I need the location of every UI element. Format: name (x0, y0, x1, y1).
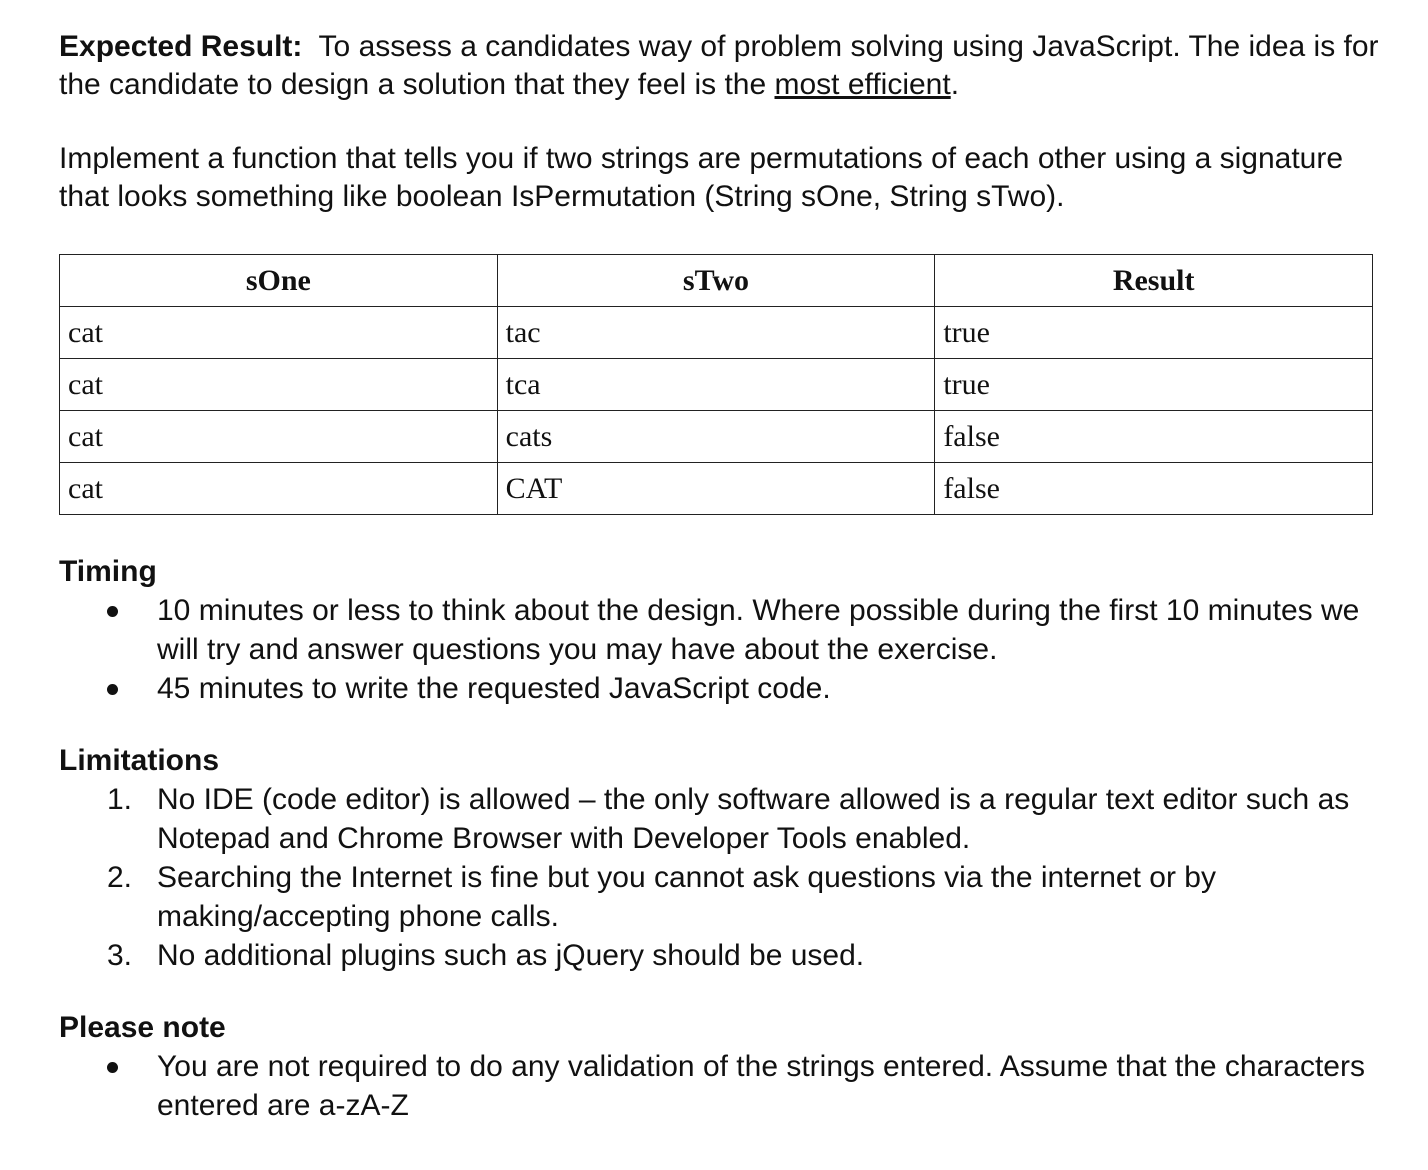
list-number: 1. (107, 783, 133, 816)
table-cell-result: false (934, 410, 1373, 463)
table-cell-stwo: tac (496, 306, 936, 359)
table-header-row: sOne sTwo Result (59, 254, 1373, 307)
table-cell-result: true (934, 306, 1373, 359)
table-cell-sone: cat (59, 358, 498, 411)
please-note-heading: Please note (59, 1011, 226, 1044)
table-row: cat tca true (59, 358, 1373, 411)
list-item-text: No additional plugins such as jQuery sho… (157, 939, 865, 972)
intro-text: To assess a candidates way of problem so… (59, 30, 1379, 101)
list-item-text: Searching the Internet is fine but you c… (157, 861, 1216, 933)
expected-result-label: Expected Result: (59, 30, 303, 63)
bullet-icon (107, 684, 118, 695)
bullet-icon (107, 606, 118, 617)
table-cell-sone: cat (59, 410, 498, 463)
list-item: 2. Searching the Internet is fine but you… (59, 858, 1389, 936)
list-item-text: No IDE (code editor) is allowed – the on… (157, 783, 1350, 855)
bullet-icon (107, 1062, 118, 1073)
document-page: Expected Result: To assess a candidates … (59, 28, 1389, 1159)
most-efficient-text: most efficient (774, 68, 951, 101)
table-cell-sone: cat (59, 462, 498, 515)
limitations-heading: Limitations (59, 744, 220, 777)
note-list: You are not required to do any validatio… (59, 1047, 1389, 1125)
table-row: cat CAT false (59, 462, 1373, 515)
header-stwo: sTwo (496, 254, 936, 307)
list-item-text: You are not required to do any validatio… (157, 1050, 1365, 1122)
list-item: 3. No additional plugins such as jQuery s… (59, 936, 1389, 975)
list-item-text: 45 minutes to write the requested JavaSc… (157, 672, 831, 705)
list-number: 3. (107, 939, 133, 972)
table-row: cat tac true (59, 306, 1373, 359)
task-description: Implement a function that tells you if t… (59, 142, 1344, 213)
timing-list: 10 minutes or less to think about the de… (59, 591, 1389, 708)
intro-period: . (950, 68, 960, 101)
intro-paragraph: Expected Result: To assess a candidates … (59, 28, 1389, 104)
list-item-text: 10 minutes or less to think about the de… (157, 594, 1360, 666)
header-result: Result (934, 254, 1373, 307)
list-item: 1. No IDE (code editor) is allowed – the … (59, 780, 1389, 858)
table-cell-stwo: tca (496, 358, 936, 411)
list-item: 10 minutes or less to think about the de… (59, 591, 1389, 669)
table-row: cat cats false (59, 410, 1373, 463)
list-item: 45 minutes to write the requested JavaSc… (59, 669, 1389, 708)
list-number: 2. (107, 861, 133, 894)
table-cell-result: false (934, 462, 1373, 515)
table-cell-sone: cat (59, 306, 498, 359)
table-cell-stwo: CAT (496, 462, 936, 515)
table-cell-result: true (934, 358, 1373, 411)
list-item: You are not required to do any validatio… (59, 1047, 1389, 1125)
header-sone: sOne (59, 254, 498, 307)
limitations-list: 1. No IDE (code editor) is allowed – the … (59, 780, 1389, 975)
table-cell-stwo: cats (496, 410, 936, 463)
timing-heading: Timing (59, 555, 157, 588)
examples-table: sOne sTwo Result cat tac true cat tca tr… (59, 254, 1373, 515)
